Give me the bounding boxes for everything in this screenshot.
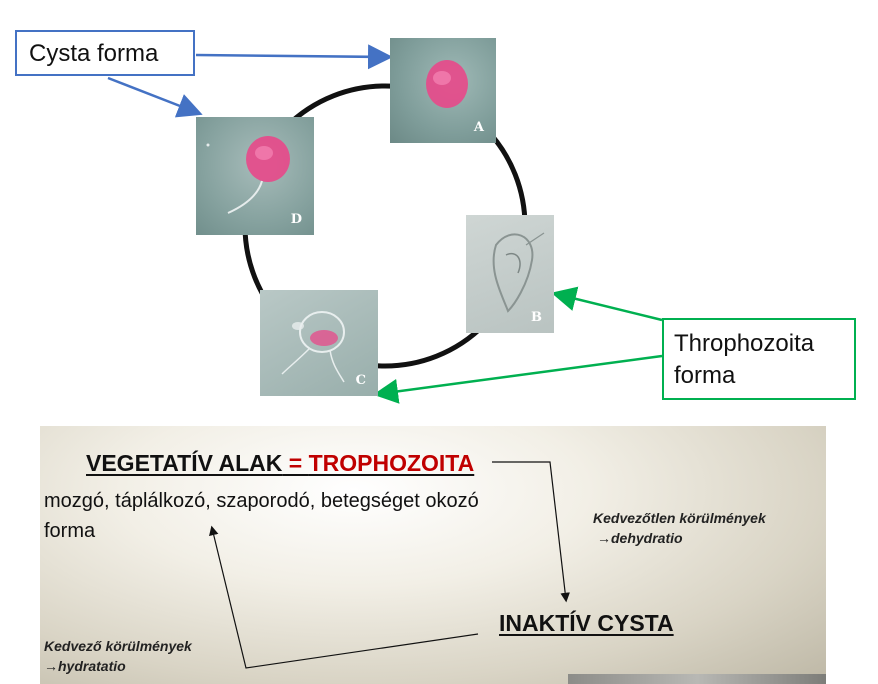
panel-letter-a: A [473, 120, 484, 135]
trophozoite-label: TROPHOZOITA [308, 450, 475, 476]
cyst-cell-d-icon [206, 136, 290, 214]
cyst-cell-a-icon [426, 60, 468, 108]
cyst-form-label: Cysta forma [29, 40, 159, 67]
hydration-arrow [209, 525, 479, 669]
trophozoite-form-callout: Throphozoita forma [662, 318, 856, 400]
dehydration-arrow [492, 461, 570, 603]
inactive-cyst-heading: INAKTÍV CYSTA [499, 610, 674, 636]
cropped-image-strip [568, 674, 826, 684]
panel-letter-d: D [290, 212, 302, 227]
favorable-conditions-line2: →hydratatio [44, 658, 126, 674]
trophozoite-form-label-line2: forma [674, 362, 736, 389]
panel-letter-c: C [355, 373, 366, 388]
equals-sign: = [282, 450, 309, 476]
lifecycle-explanation-panel: VEGETATÍV ALAK = TROPHOZOITA mozgó, tápl… [40, 426, 826, 684]
unfavorable-conditions-line2: →dehydratio [597, 530, 683, 546]
trophozoite-arrow-to-b [551, 286, 663, 322]
unfavorable-conditions-line1: Kedvezőtlen körülmények [593, 510, 766, 526]
panel-c: C [260, 290, 378, 396]
vegetative-form-description: mozgó, táplálkozó, szaporodó, betegséget… [44, 490, 479, 542]
trophozoite-cell-b-icon [492, 232, 545, 313]
trophozoite-cell-c-icon [281, 311, 345, 383]
panel-b: B [466, 215, 554, 333]
unfavorable-conditions-note: Kedvezőtlen körülmények →dehydratio [593, 508, 766, 548]
transition-arrows [209, 461, 570, 669]
cyst-arrow-to-d [107, 76, 203, 118]
cyst-arrow-to-a [195, 44, 393, 70]
vegetative-form-label: VEGETATÍV ALAK [86, 450, 283, 476]
cyst-form-callout: Cysta forma [15, 30, 195, 76]
favorable-conditions-line1: Kedvező körülmények [44, 638, 192, 654]
panel-a: A [390, 38, 496, 143]
favorable-conditions-note: Kedvező körülmények →hydratatio [44, 636, 192, 676]
panel-letter-b: B [531, 310, 542, 325]
trophozoite-form-label-line1: Throphozoita [674, 330, 815, 357]
vegetative-form-heading: VEGETATÍV ALAK = TROPHOZOITA [86, 450, 474, 477]
trophozoite-arrow-to-c [373, 354, 663, 404]
panel-d: D [196, 117, 314, 235]
